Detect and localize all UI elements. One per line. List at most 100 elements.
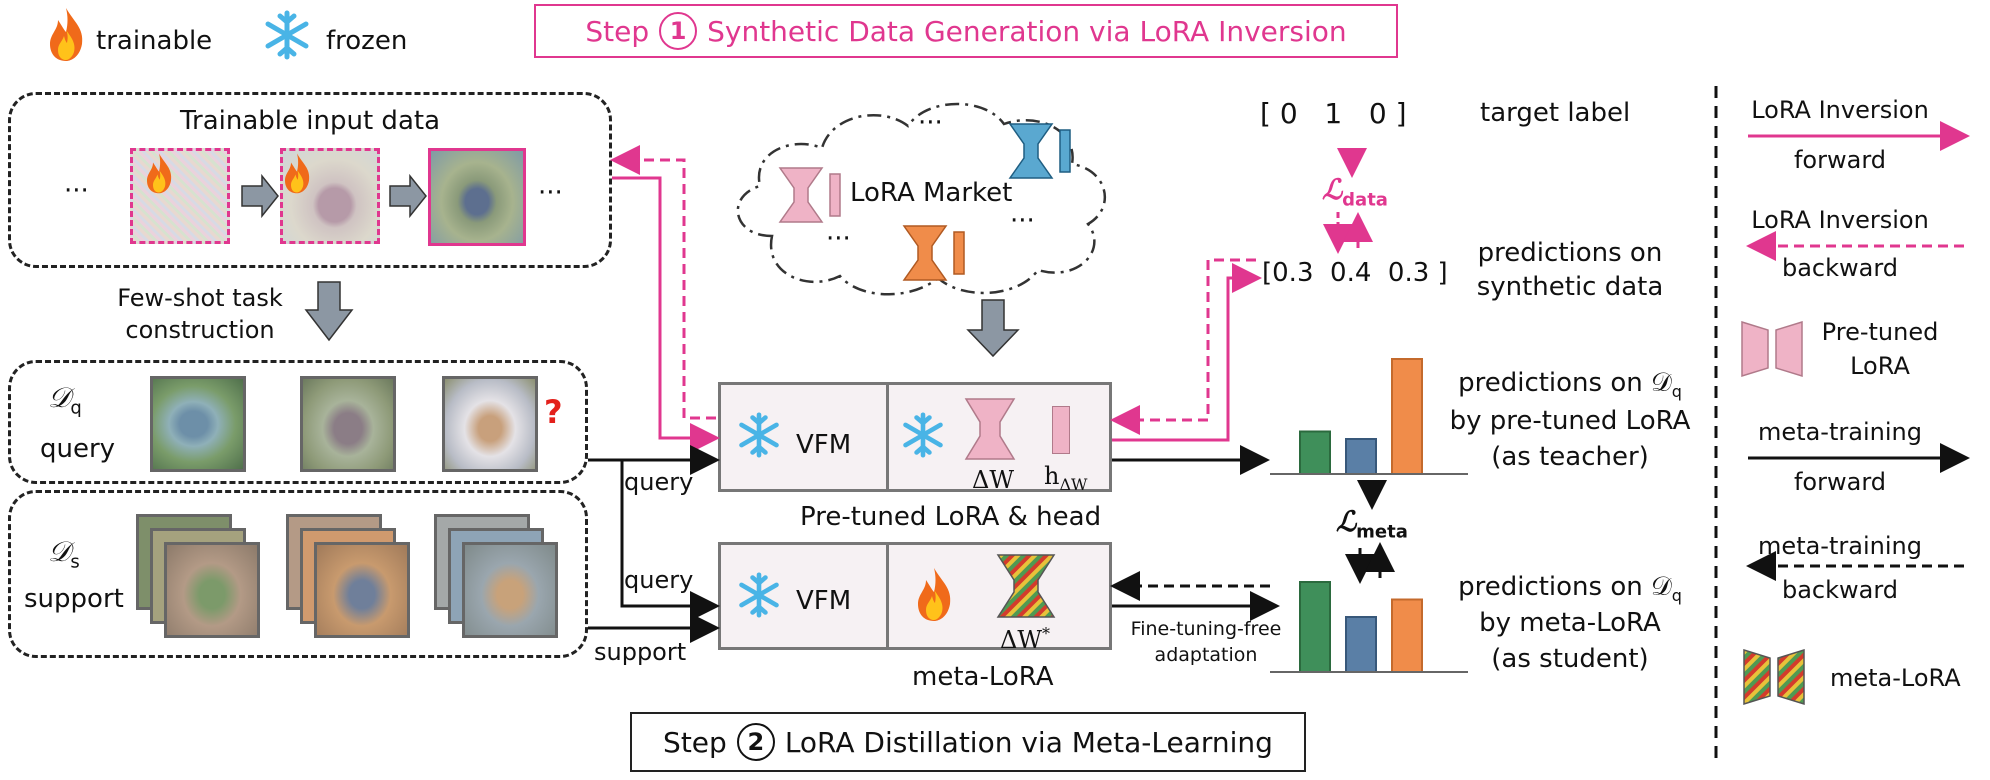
step2-label: LoRA Distillation via Meta-Learning — [784, 725, 1273, 759]
query-arrow-label-1: query — [624, 468, 694, 496]
support-label: support — [24, 584, 124, 614]
step1-title: Step 1 Synthetic Data Generation via LoR… — [534, 4, 1398, 58]
final-synthetic-image — [428, 148, 526, 246]
student-pred-bar-2 — [1345, 616, 1377, 673]
query-to-student-arrow — [620, 460, 720, 621]
target-vector: [ 0 1 0 ] — [1260, 97, 1407, 130]
synthetic-pred-label-2: synthetic data — [1476, 272, 1664, 302]
loss-meta: ℒmeta — [1336, 505, 1408, 543]
synthetic-backward-arrow — [1110, 258, 1256, 435]
student-divider — [886, 542, 889, 650]
frozen-label: frozen — [326, 26, 408, 56]
pink-lora-icon — [778, 164, 850, 230]
step2-prefix: Step — [663, 725, 727, 759]
legend-meta-bwd-1: meta-training — [1758, 532, 1922, 560]
support-set-box — [8, 490, 588, 658]
teacher-head-label: hΔW — [1044, 462, 1088, 494]
legend-inv-bwd-1: LoRA Inversion — [1751, 206, 1929, 234]
pretuned-lora-legend-icon — [1740, 318, 1804, 384]
blue-lora-icon — [1008, 120, 1080, 186]
snowflake-icon — [900, 412, 946, 462]
teacher-pred-label-1: predictions on 𝒟q — [1458, 368, 1682, 402]
support-image-a3 — [164, 542, 260, 638]
lora-market-cloud — [712, 86, 1132, 310]
flame-icon — [144, 152, 174, 198]
teacher-vfm-label: VFM — [796, 430, 852, 460]
student-vfm-label: VFM — [796, 586, 852, 616]
legend-pretuned-2: LoRA — [1850, 352, 1910, 380]
few-shot-label-2: construction — [125, 316, 275, 344]
lora-market-label: LoRA Market — [850, 178, 1013, 208]
student-pred-bar-3 — [1391, 598, 1423, 673]
student-pred-label-2: by meta-LoRA — [1479, 608, 1661, 638]
step2-title: Step 2 LoRA Distillation via Meta-Learni… — [630, 712, 1306, 772]
gray-arrow-down-market — [966, 299, 1020, 358]
query-label: query — [40, 434, 116, 464]
teacher-pred-bar-3 — [1391, 358, 1423, 475]
trainable-input-box — [8, 92, 612, 268]
teacher-module-caption: Pre-tuned LoRA & head — [800, 502, 1102, 532]
synthetic-pred-vector: [0.3 0.4 0.3 ] — [1262, 258, 1448, 288]
student-delta-label: ΔW* — [1000, 624, 1050, 654]
teacher-pred-label-2: by pre-tuned LoRA — [1449, 406, 1691, 436]
inversion-forward-arrow — [612, 176, 720, 453]
legend-inv-fwd-2: forward — [1793, 146, 1886, 174]
step1-label: Synthetic Data Generation via LoRA Inver… — [707, 14, 1347, 48]
orange-lora-icon — [902, 222, 974, 288]
flame-icon — [46, 6, 86, 66]
legend-meta-fwd-2: forward — [1793, 468, 1886, 496]
meta-lora-legend-icon — [1742, 646, 1806, 712]
mid-synthetic-image — [280, 148, 380, 244]
trainable-label: trainable — [96, 26, 213, 56]
inversion-backward-arrow — [610, 145, 716, 420]
lora-market-dots-2: ··· — [826, 224, 851, 254]
flame-icon — [914, 566, 954, 626]
flame-icon — [282, 152, 312, 198]
gray-arrow-1 — [241, 173, 279, 219]
support-image-c3 — [462, 542, 558, 638]
query-set-box — [8, 360, 588, 484]
query-image-2 — [300, 376, 396, 472]
snowflake-icon — [262, 10, 312, 64]
synthetic-forward-arrow — [1112, 263, 1262, 442]
support-set-symbol: 𝒟s — [48, 535, 80, 573]
fine-tuning-free-label-1: Fine-tuning-free — [1130, 618, 1282, 640]
student-pred-label-1: predictions on 𝒟q — [1458, 572, 1682, 606]
step1-number: 1 — [659, 12, 698, 50]
question-mark: ? — [544, 393, 563, 431]
teacher-pred-bar-1 — [1299, 430, 1331, 475]
pretuned-head-icon — [1052, 406, 1070, 454]
pretuned-lora-icon — [964, 396, 1016, 466]
query-arrow-label-2: query — [624, 566, 694, 594]
meta-lora-icon — [996, 552, 1056, 624]
legend-inv-bwd-2: backward — [1781, 254, 1899, 282]
teacher-delta-label: ΔW — [972, 466, 1014, 494]
query-set-symbol: 𝒟q — [48, 381, 82, 419]
target-label: target label — [1480, 98, 1631, 128]
query-image-1 — [150, 376, 246, 472]
support-arrow-label: support — [594, 638, 687, 666]
synthetic-pred-label-1: predictions on — [1477, 238, 1663, 268]
snowflake-icon — [736, 412, 782, 462]
student-pred-bar-1 — [1299, 581, 1331, 673]
query-image-3 — [442, 376, 538, 472]
noise-image — [130, 148, 230, 244]
legend-meta-bwd-2: backward — [1781, 576, 1899, 604]
ellipsis-right: ··· — [538, 178, 563, 208]
snowflake-icon — [736, 572, 782, 622]
student-module-caption: meta-LoRA — [912, 662, 1054, 692]
fine-tuning-free-label-2: adaptation — [1154, 644, 1258, 666]
legend-meta-fwd-1: meta-training — [1758, 418, 1922, 446]
step2-number: 2 — [736, 723, 775, 761]
teacher-pred-label-3: (as teacher) — [1491, 442, 1649, 472]
loss-data: ℒdata — [1322, 173, 1388, 211]
student-pred-label-3: (as student) — [1491, 644, 1649, 674]
teacher-pred-bar-2 — [1345, 438, 1377, 475]
support-image-b3 — [314, 542, 410, 638]
lora-market-dots-1: ··· — [918, 108, 943, 138]
legend-inv-fwd-1: LoRA Inversion — [1751, 96, 1929, 124]
gray-arrow-down-few-shot — [304, 281, 354, 342]
gray-arrow-2 — [389, 173, 427, 219]
